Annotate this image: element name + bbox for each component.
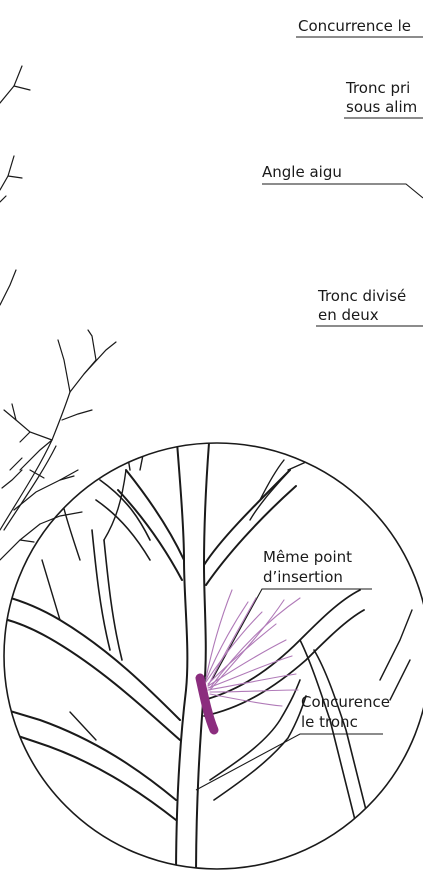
label-tronc-principal-1: Tronc pri [346, 79, 410, 98]
bare-tree-sketch [0, 330, 116, 560]
leader-lines [196, 37, 423, 790]
water-sprouts [206, 590, 300, 706]
label-concurence-1: Concurence [301, 693, 390, 712]
leader-angle-aigu [262, 184, 423, 198]
leader-concurence [196, 734, 383, 790]
detail-circle [4, 443, 423, 869]
left-branch-fragments [0, 66, 30, 305]
label-tronc-principal-2: sous alim [346, 98, 417, 117]
label-meme-point-1: Même point [263, 548, 352, 567]
label-concurrence-top: Concurrence le [298, 17, 411, 36]
label-concurence-2: le tronc [301, 713, 358, 732]
label-angle-aigu: Angle aigu [262, 163, 342, 182]
magnified-branches [0, 430, 412, 880]
label-meme-point-2: d’insertion [263, 568, 343, 587]
label-tronc-divise-2: en deux [318, 306, 379, 325]
label-tronc-divise-1: Tronc divisé [318, 287, 406, 306]
detail-circle-group [0, 430, 423, 880]
